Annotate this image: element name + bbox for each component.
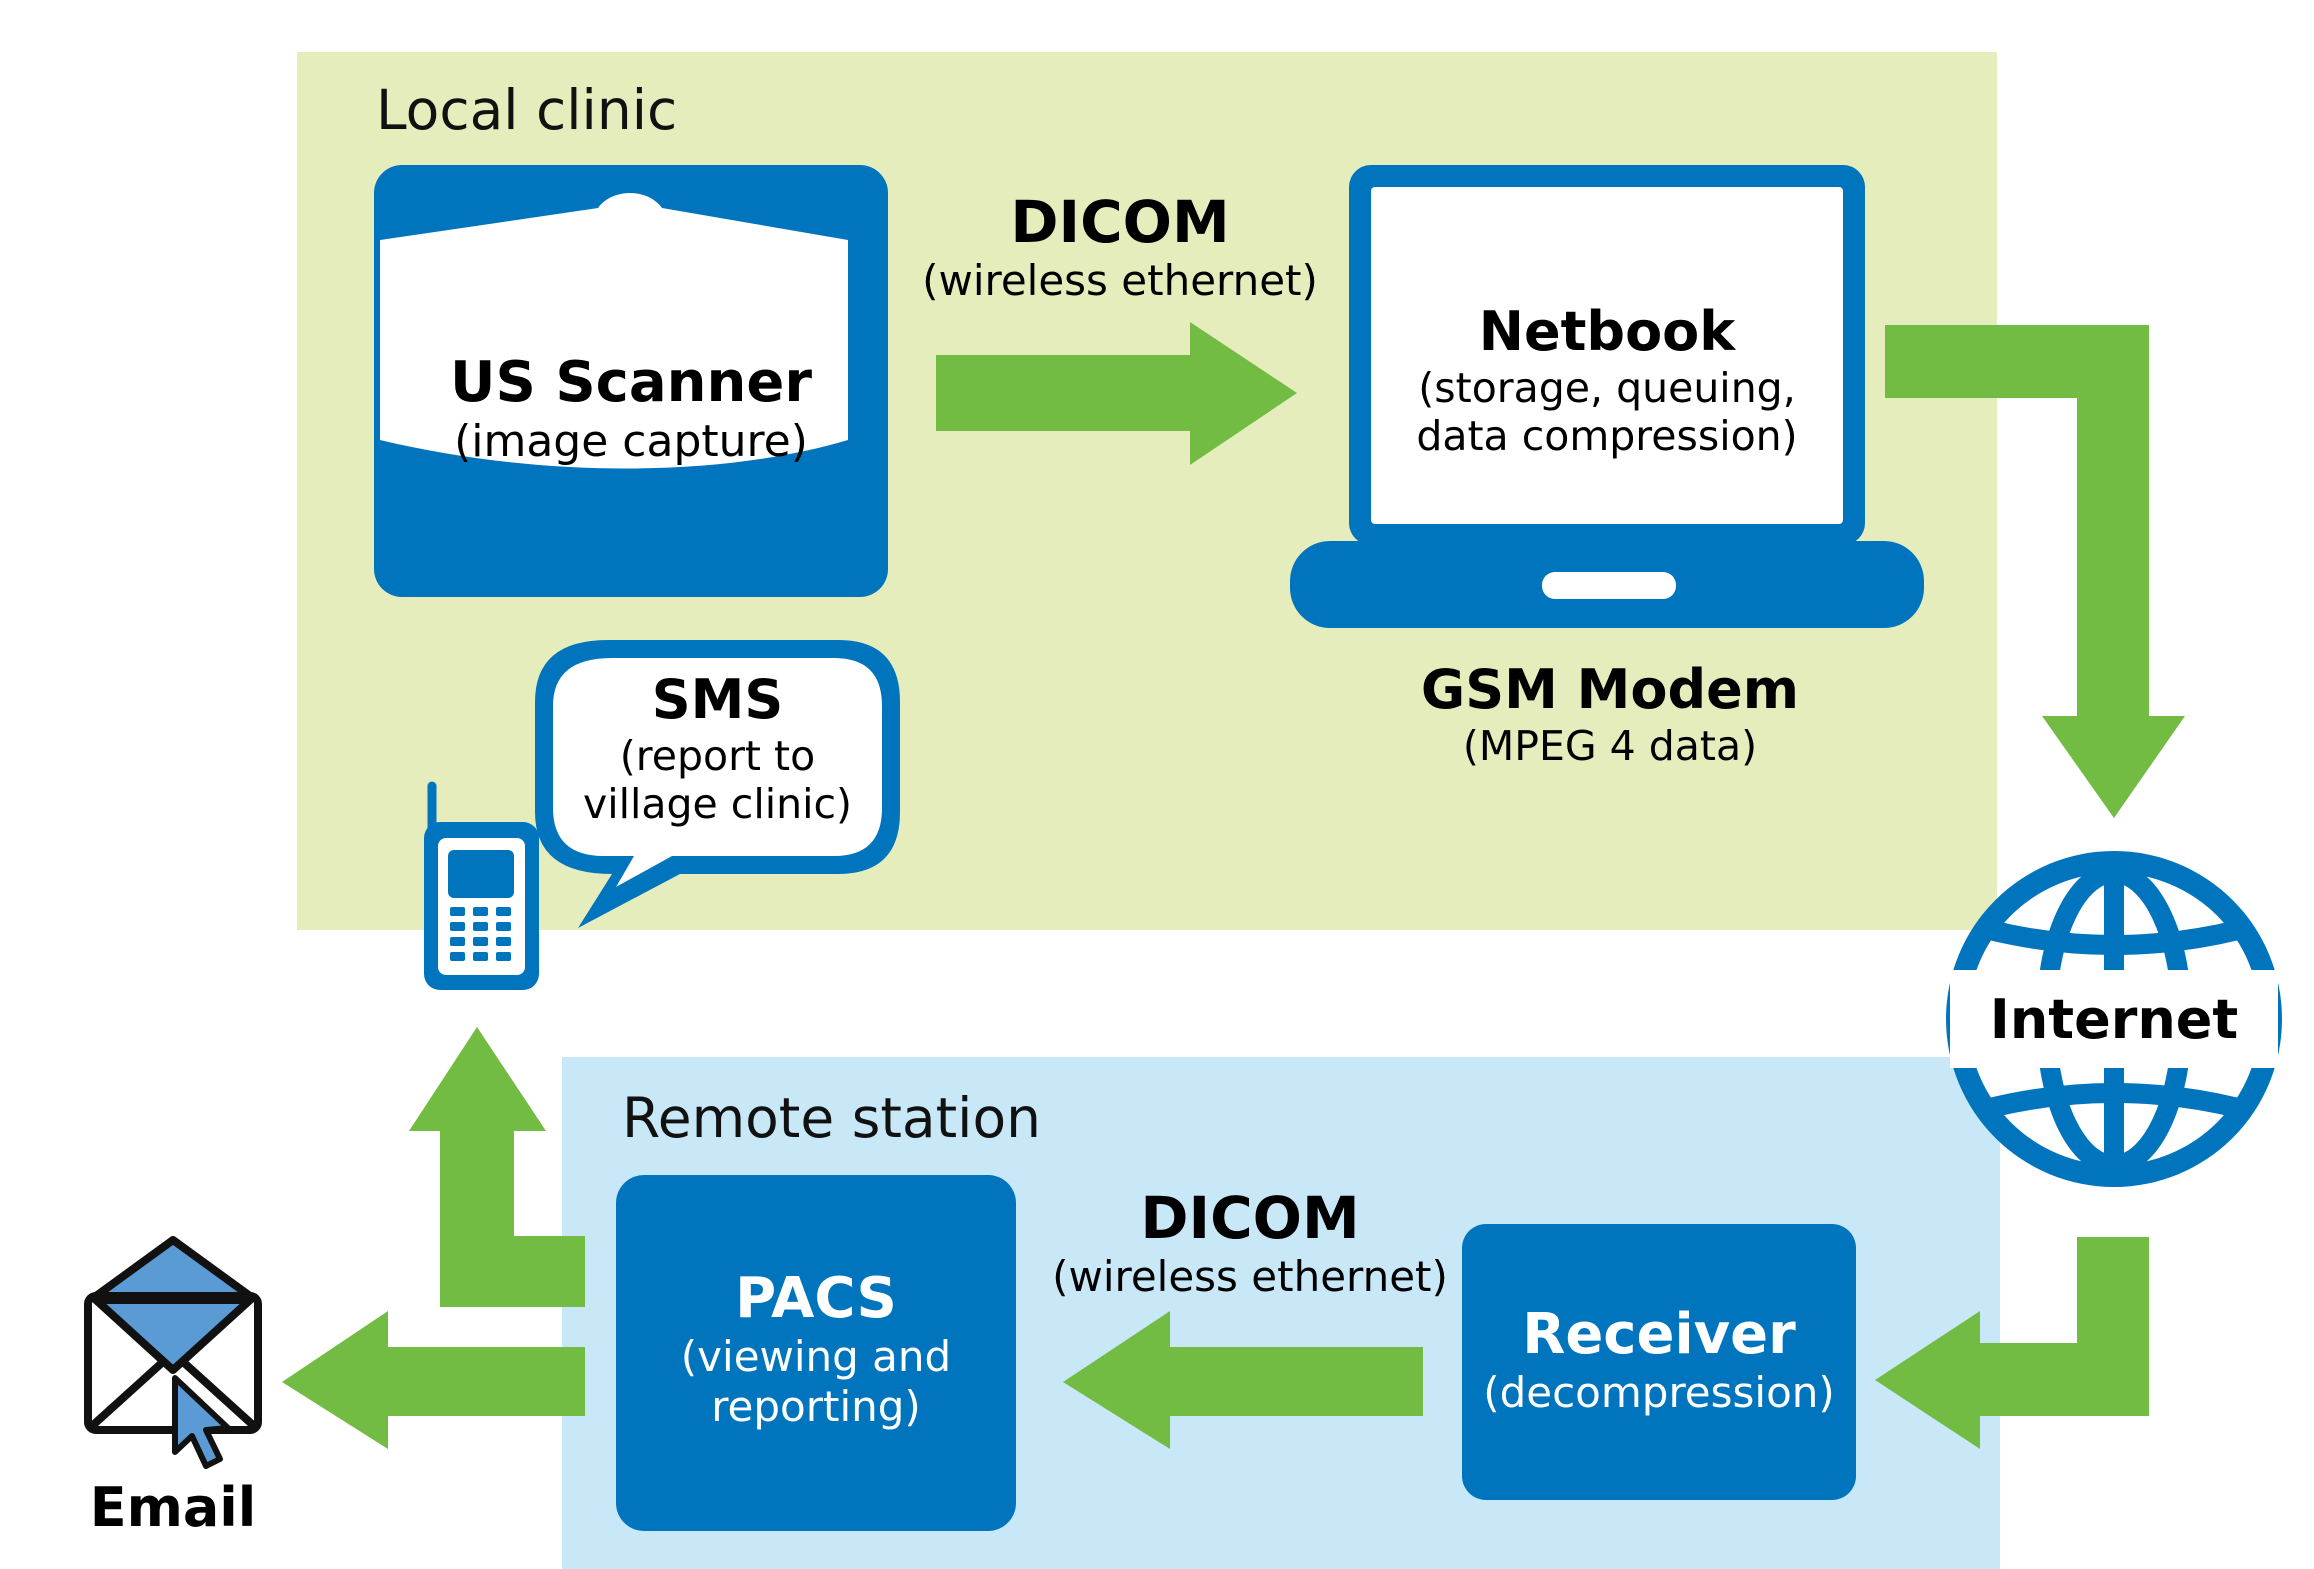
pacs-label: PACS (viewing and reporting): [616, 1266, 1016, 1431]
netbook-line1: (storage, queuing,: [1418, 363, 1796, 412]
scanner-fan-icon: [380, 193, 848, 469]
pacs-line2: reporting): [711, 1381, 921, 1431]
globe-icon: [1946, 851, 2282, 1187]
dicom-bottom-label: DICOM (wireless ethernet): [1030, 1184, 1470, 1302]
us-scanner-title: US Scanner: [450, 350, 812, 415]
us-scanner-subtitle: (image capture): [454, 416, 808, 468]
dicom-top-title: DICOM: [1010, 188, 1230, 256]
receiver-title: Receiver: [1522, 1302, 1796, 1367]
internet-label: Internet: [1989, 988, 2239, 1051]
netbook-line2: data compression): [1416, 412, 1798, 461]
remote-station-label: Remote station: [622, 1086, 1041, 1150]
gsm-modem-title: GSM Modem: [1420, 658, 1800, 721]
netbook-label: Netbook (storage, queuing, data compress…: [1371, 300, 1843, 460]
gsm-modem-subtitle: (MPEG 4 data): [1462, 721, 1758, 770]
arrow-receiver-to-pacs: [1063, 1311, 1423, 1449]
arrow-pacs-to-phone: [409, 1027, 585, 1307]
arrow-internet-to-receiver: [1875, 1237, 2149, 1449]
sms-label: SMS (report to village clinic): [553, 668, 882, 828]
pacs-line1: (viewing and: [680, 1332, 952, 1382]
mobile-phone-icon: [424, 781, 539, 990]
netbook-title: Netbook: [1478, 300, 1736, 363]
arrow-netbook-to-internet: [1885, 325, 2185, 818]
arrow-pacs-to-email: [282, 1311, 585, 1449]
gsm-modem-label: GSM Modem (MPEG 4 data): [1380, 658, 1840, 770]
dicom-top-subtitle: (wireless ethernet): [922, 256, 1318, 306]
receiver-label: Receiver (decompression): [1462, 1302, 1856, 1418]
email-label: Email: [89, 1476, 257, 1539]
us-scanner-label: US Scanner (image capture): [374, 350, 888, 468]
sms-line2: village clinic): [582, 780, 853, 829]
speech-bubble-icon: [535, 640, 900, 928]
sms-title: SMS: [651, 668, 784, 731]
arrow-scanner-to-netbook: [936, 322, 1297, 465]
dicom-bottom-title: DICOM: [1140, 1184, 1360, 1252]
dicom-bottom-subtitle: (wireless ethernet): [1052, 1252, 1448, 1302]
receiver-subtitle: (decompression): [1483, 1368, 1835, 1418]
pacs-box: [616, 1175, 1016, 1531]
receiver-box: [1462, 1224, 1856, 1500]
local-clinic-label: Local clinic: [376, 78, 678, 142]
sms-line1: (report to: [619, 731, 816, 780]
pacs-title: PACS: [735, 1266, 897, 1331]
laptop-icon: [1290, 165, 1924, 628]
dicom-top-label: DICOM (wireless ethernet): [900, 188, 1340, 306]
envelope-cursor-icon: [84, 1236, 262, 1469]
